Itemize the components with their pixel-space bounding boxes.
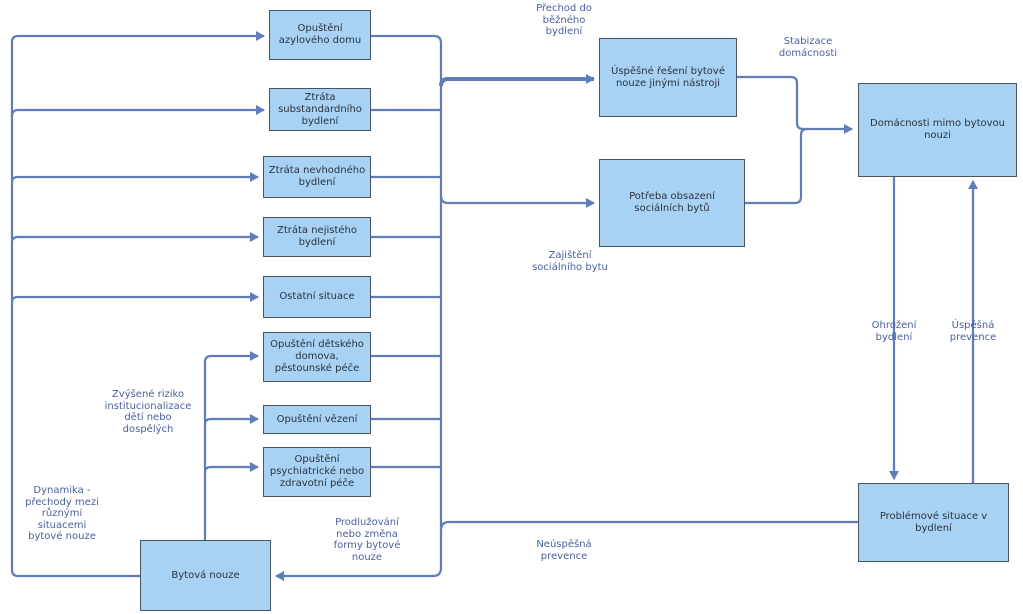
box-opusteni-azyloveho-domu: Opuštění azylového domu: [269, 10, 371, 60]
arrow-to-vezeni: [203, 414, 259, 425]
institution-branch-line: [203, 351, 259, 540]
bus-from-azylovy: [275, 34, 443, 581]
arrow-to-nevhodne: [10, 172, 259, 183]
label-zajisteni-socialniho-bytu: Zajištění sociálního bytu: [532, 250, 608, 273]
dynamics-loop-line: [10, 31, 265, 578]
label-neuspesna-prevence: Neúspěšná prevence: [536, 539, 592, 562]
arrow-to-psychiatricke: [203, 462, 259, 473]
box-problemove-situace-v-bydleni: Problémové situace v bydlení: [858, 483, 1009, 562]
arrow-to-substandard: [10, 105, 265, 117]
label-prechod-do-bezneho-bydleni: Přechod do běžného bydlení: [536, 3, 592, 37]
label-ohrozeni-bydleni: Ohrožení bydlení: [871, 320, 917, 343]
arrow-to-nejiste: [10, 232, 259, 243]
label-dynamika-prechody: Dynamika - přechody mezi různými situace…: [25, 485, 99, 542]
box-opusteni-psychiatricke-pece: Opuštění psychiatrické nebo zdravotní pé…: [263, 447, 371, 497]
box-bytova-nouze: Bytová nouze: [140, 540, 271, 611]
arrow-to-ostatni: [10, 292, 259, 303]
box-opusteni-detskeho-domova: Opuštění dětského domova, pěstounské péč…: [263, 332, 371, 382]
label-zvysene-riziko-institucionalizace: Zvýšené riziko institucionalizace dětí n…: [104, 389, 192, 435]
failed-prevention-line: [439, 520, 858, 531]
box-ztrata-nevhodneho-bydleni: Ztráta nevhodného bydlení: [263, 156, 371, 198]
box-ostatni-situace: Ostatní situace: [263, 276, 371, 318]
stabilization-line: [737, 75, 853, 134]
label-stabizace-domacnosti: Stabizace domácnosti: [778, 36, 838, 59]
label-uspesna-prevence: Úspěšná prevence: [949, 320, 997, 343]
label-prodluzovani-nebo-zmena: Prodlužování nebo změna formy bytové nou…: [333, 517, 401, 563]
arrow-to-uspesne-reseni: [439, 74, 595, 87]
arrow-to-potreba-obsazeni: [439, 195, 595, 208]
box-ztrata-substandardniho-bydleni: Ztráta substandardního bydlení: [269, 88, 371, 131]
box-ztrata-nejisteho-bydleni: Ztráta nejistého bydlení: [263, 217, 371, 257]
box-uspesne-reseni-bytove-nouze: Úspěšné řešení bytové nouze jinými nástr…: [599, 38, 737, 117]
social-housing-line: [745, 127, 808, 205]
box-domacnosti-mimo-bytovou-nouzi: Domácnosti mimo bytovou nouzi: [858, 83, 1017, 177]
box-opusteni-vezeni: Opuštění vězení: [263, 405, 371, 434]
box-potreba-obsazeni-socialnich-bytu: Potřeba obsazení sociálních bytů: [599, 159, 745, 247]
